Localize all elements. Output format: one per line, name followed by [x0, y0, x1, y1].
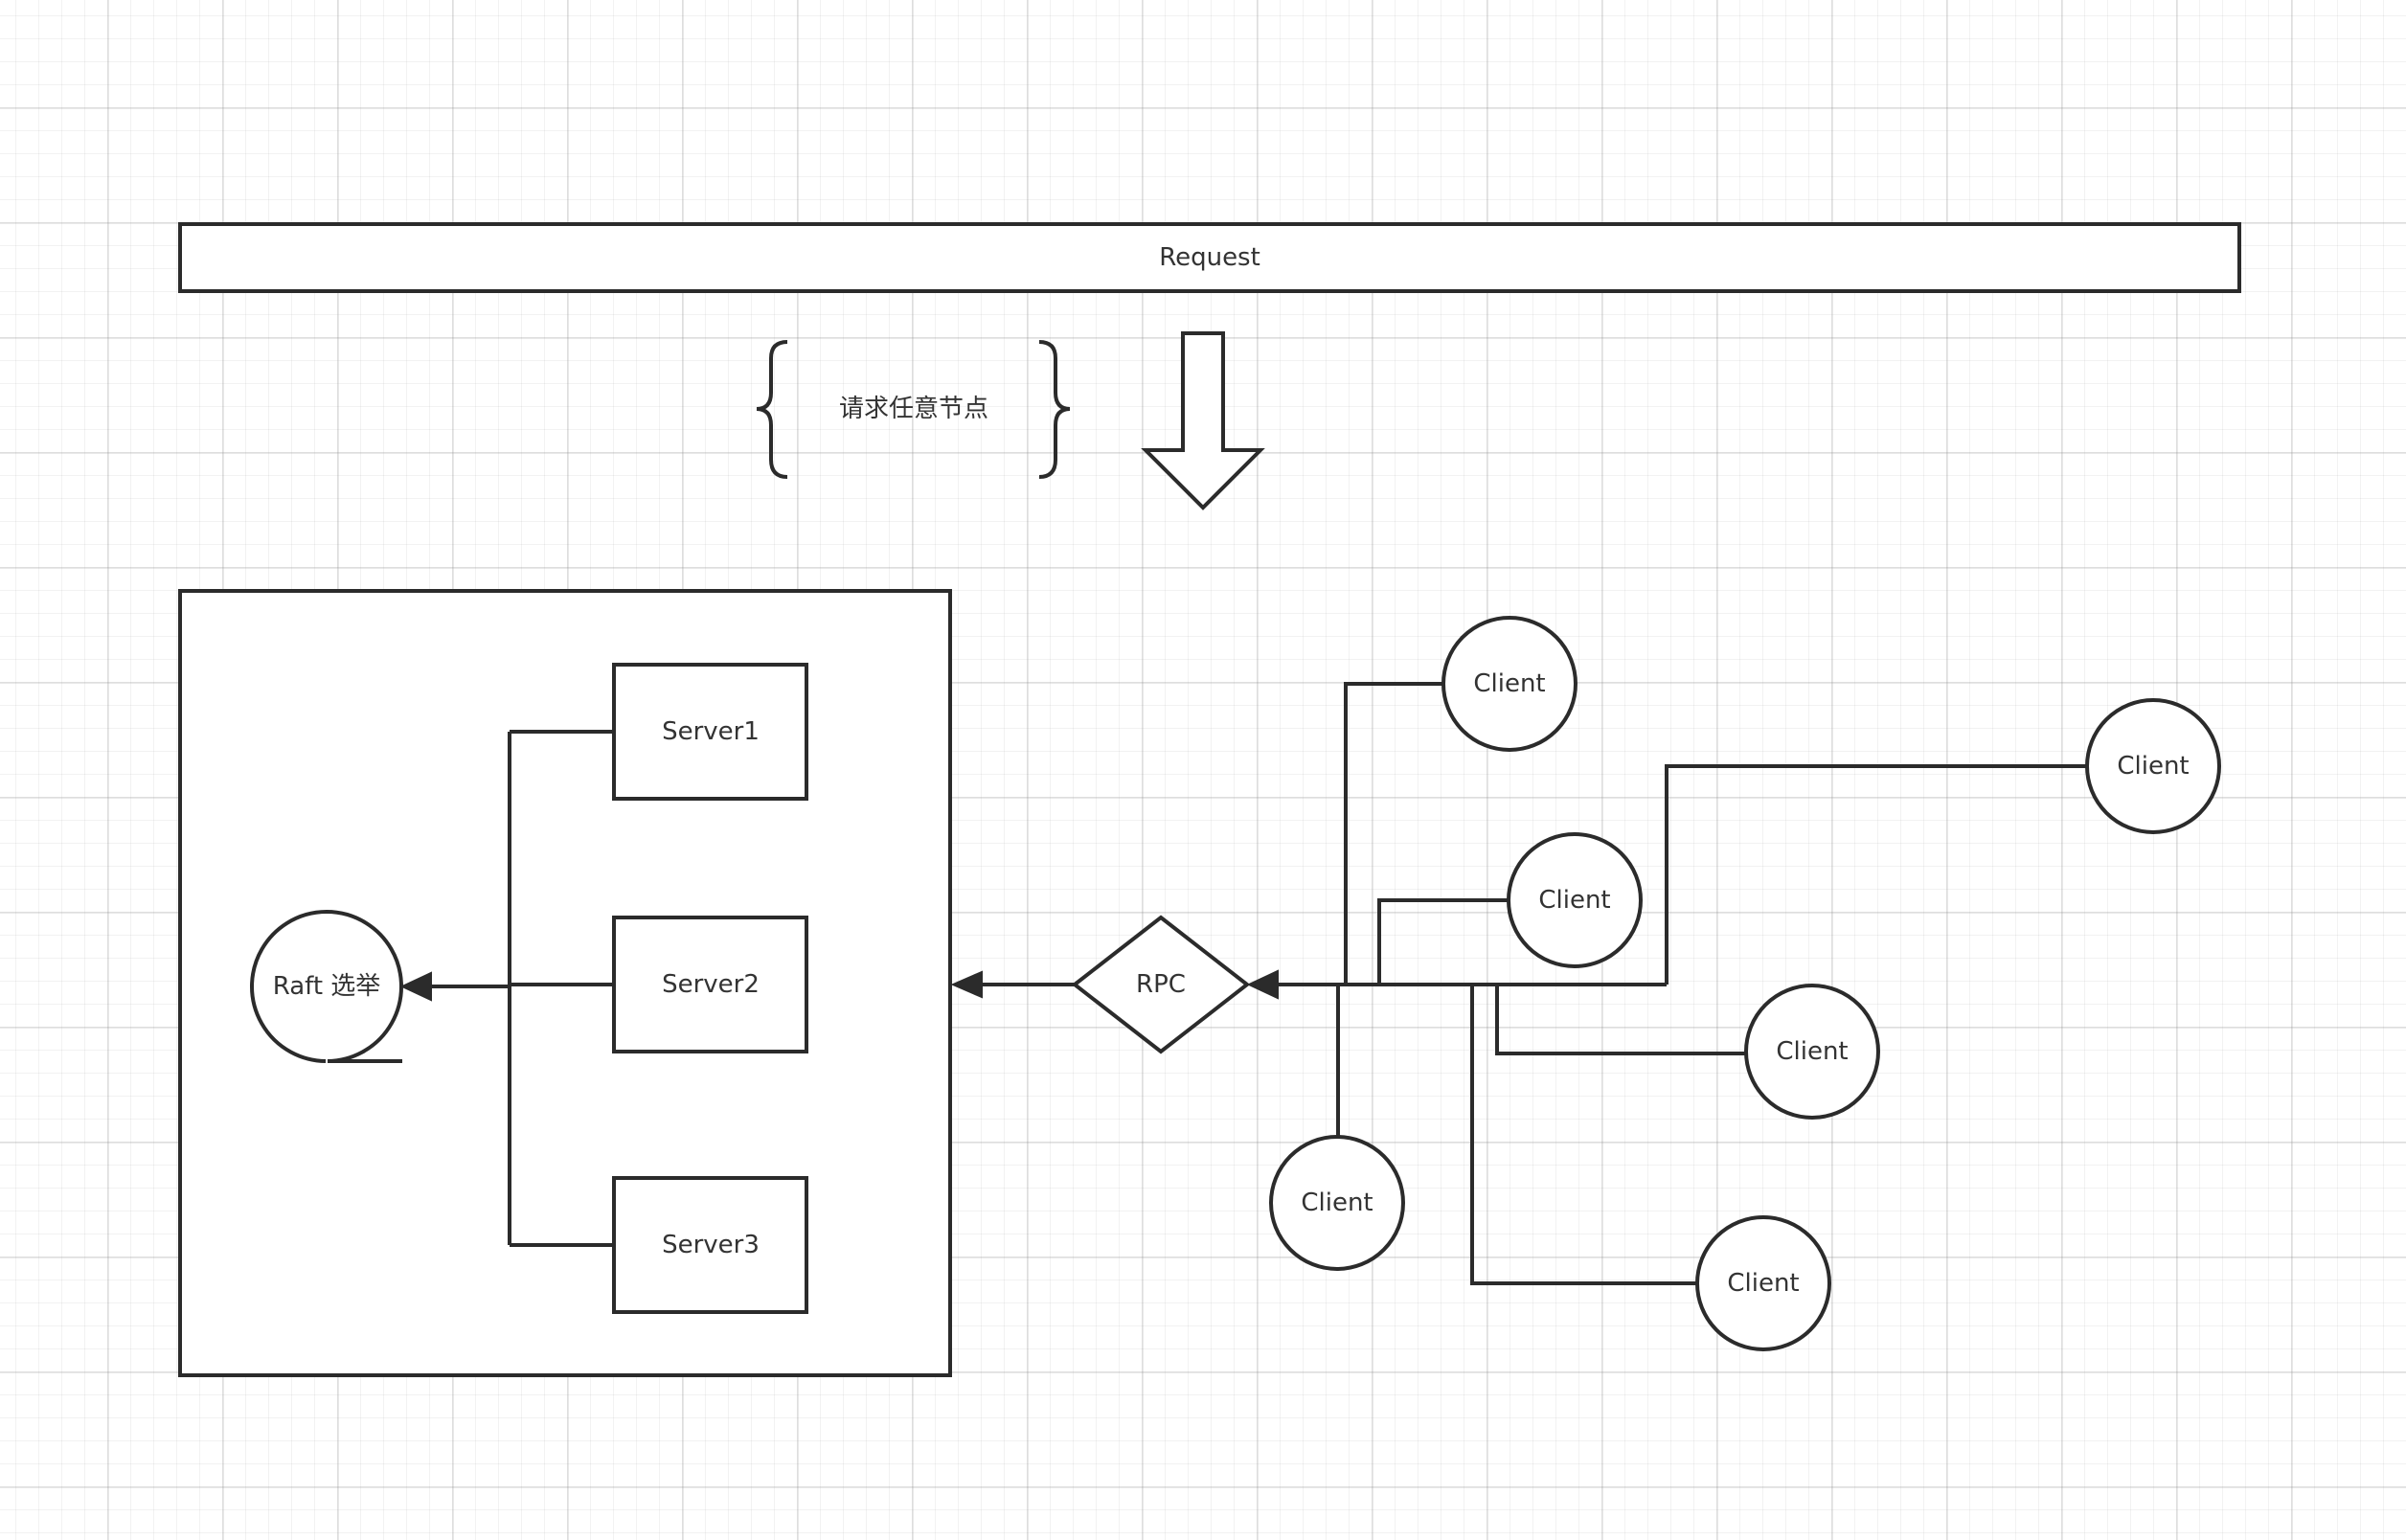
- rpc-to-cluster-edge: [950, 970, 1075, 999]
- down-arrow-icon: [1141, 331, 1265, 510]
- server1-node[interactable]: Server1: [612, 663, 808, 801]
- client-node-4[interactable]: Client: [1744, 984, 1880, 1120]
- rpc-node[interactable]: RPC: [1071, 915, 1251, 1054]
- request-bar[interactable]: Request: [178, 222, 2241, 293]
- client-node-5[interactable]: Client: [1269, 1135, 1405, 1271]
- server2-label: Server2: [662, 970, 760, 999]
- server1-label: Server1: [662, 717, 760, 746]
- client-label: Client: [1538, 886, 1610, 915]
- request-label: Request: [1159, 243, 1260, 272]
- left-brace: [756, 340, 788, 479]
- client-label: Client: [1473, 669, 1545, 698]
- right-brace: [1038, 340, 1071, 479]
- note-group: 请求任意节点: [756, 340, 1071, 479]
- client-node-3[interactable]: Client: [1507, 832, 1643, 968]
- client-connectors: [1246, 682, 2087, 1285]
- raft-label: Raft 选举: [273, 972, 381, 1001]
- rpc-label: RPC: [1136, 970, 1186, 999]
- server2-node[interactable]: Server2: [612, 916, 808, 1053]
- cluster-connectors: [399, 730, 614, 1247]
- client-label: Client: [1776, 1037, 1848, 1066]
- raft-election-node[interactable]: Raft 选举: [250, 910, 403, 1063]
- client-label: Client: [2117, 752, 2189, 781]
- client-node-6[interactable]: Client: [1695, 1215, 1831, 1351]
- server3-node[interactable]: Server3: [612, 1176, 808, 1314]
- client-node-1[interactable]: Client: [1441, 616, 1578, 752]
- note-label: 请求任意节点: [839, 395, 988, 423]
- client-label: Client: [1727, 1269, 1799, 1298]
- server3-label: Server3: [662, 1231, 760, 1259]
- client-node-2[interactable]: Client: [2085, 698, 2221, 834]
- client-label: Client: [1301, 1189, 1373, 1217]
